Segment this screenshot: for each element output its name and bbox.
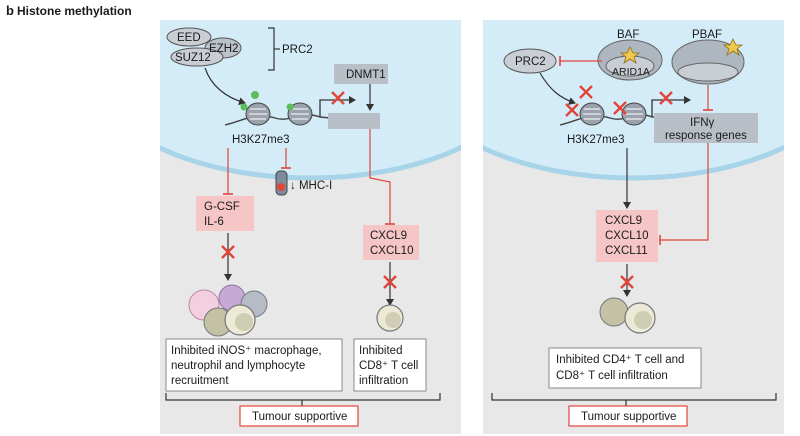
outcome-right-panel-line2: CD8⁺ T cell infiltration (556, 370, 668, 382)
ifn-response-box (654, 113, 758, 143)
methyl-mark (240, 103, 248, 111)
block-cross-icon (565, 103, 579, 117)
chemokine-box-right (596, 210, 658, 262)
transcription-arrow-right (651, 96, 691, 117)
h3k27me3-label-right: H3K27me3 (567, 134, 625, 146)
block-cross-icon (579, 85, 593, 99)
inhibit-line-chemokines (369, 129, 395, 225)
cytokine-box (196, 196, 254, 231)
outcome-right-line2: CD8⁺ T cell (359, 360, 418, 372)
outcome-box-right-panel (548, 347, 702, 389)
outcome-box-left (165, 338, 343, 392)
outcome-right-line3: infiltration (359, 375, 408, 387)
star-icon (722, 38, 744, 56)
outcome-box-right (353, 338, 427, 392)
suz12-label: SUZ12 (175, 52, 211, 64)
summary-box-right (568, 405, 688, 427)
ezh2-label: EZH2 (209, 43, 238, 55)
star-icon (619, 46, 641, 64)
left-panel: EED EZH2 SUZ12 PRC2 DNMT1 (160, 20, 461, 434)
prc2-label-right: PRC2 (515, 56, 546, 68)
pbaf-label: PBAF (692, 29, 722, 41)
prc2-label: PRC2 (282, 44, 313, 56)
chemokine-cxcl11-right: CXCL11 (605, 245, 648, 257)
immune-cells-cluster (188, 284, 268, 337)
block-cross-icon (613, 101, 627, 115)
transcription-arrow-left (319, 96, 356, 117)
outcome-left-line2: neutrophil and lymphocyte (171, 360, 305, 372)
mhc-i-icon (275, 170, 288, 196)
block-cross-icon (659, 91, 673, 105)
outcome-left-line1: Inhibited iNOS⁺ macrophage, (171, 345, 322, 357)
summary-left: Tumour supportive (252, 411, 347, 423)
chemokine-cxcl10-right: CXCL10 (605, 230, 648, 242)
prc2-to-chromatin-arrow (204, 67, 246, 106)
prc2-to-chromatin-arrow-right (539, 72, 576, 105)
nucleosome-3 (579, 102, 605, 126)
prc2-oval (503, 48, 557, 74)
dnmt1-box (334, 64, 388, 84)
panel-letter: b (6, 3, 14, 18)
outcome-right-panel-line1: Inhibited CD4⁺ T cell and (556, 354, 684, 366)
figure-title: Histone methylation (17, 4, 132, 18)
cytokine-il6: IL-6 (204, 216, 224, 228)
left-nucleus (160, 20, 461, 181)
mhc-i-label: ↓ MHC-I (290, 180, 332, 192)
summary-right: Tumour supportive (581, 411, 676, 423)
cytokine-gcsf: G-CSF (204, 201, 240, 213)
nucleosome-2 (287, 102, 313, 126)
pbaf-complex (671, 38, 745, 85)
summary-box-left (239, 405, 359, 427)
baf-label: BAF (617, 29, 639, 41)
chemokine-cxcl9-left: CXCL9 (370, 230, 407, 242)
summary-bracket-left (165, 393, 441, 401)
h3k27me3-label: H3K27me3 (232, 134, 290, 146)
right-nucleus (483, 20, 784, 181)
nucleosome-1 (245, 102, 271, 126)
right-panel: PRC2 BAF ARID1A PBAF (483, 20, 784, 434)
prc2-complex: EED EZH2 SUZ12 PRC2 (166, 27, 313, 71)
t-cell-left (376, 304, 404, 332)
block-cross-icon (620, 275, 634, 289)
nucleosome-4 (621, 102, 647, 126)
block-cross-icon (221, 245, 235, 259)
methyl-mark (286, 103, 294, 111)
target-gene-box (328, 113, 380, 129)
summary-bracket-right (491, 393, 777, 401)
baf-complex (597, 39, 663, 81)
arid1a-label: ARID1A (612, 66, 650, 78)
ifn-inhibit-line (659, 143, 709, 245)
eed-label: EED (177, 32, 201, 44)
chemokine-box-left (363, 225, 419, 260)
chemokine-cxcl9-right: CXCL9 (605, 215, 642, 227)
dnmt1-label: DNMT1 (346, 69, 386, 81)
outcome-right-line1: Inhibited (359, 345, 402, 357)
ifn-label: IFNγ (690, 117, 715, 129)
outcome-left-line3: recruitment (171, 375, 229, 387)
methyl-mark (251, 91, 259, 99)
ifn-genes-label: response genes (665, 130, 747, 142)
chemokine-cxcl10-left: CXCL10 (370, 245, 413, 257)
block-cross-icon (383, 275, 397, 289)
t-cells-right (599, 297, 656, 334)
block-cross-icon (331, 91, 345, 105)
